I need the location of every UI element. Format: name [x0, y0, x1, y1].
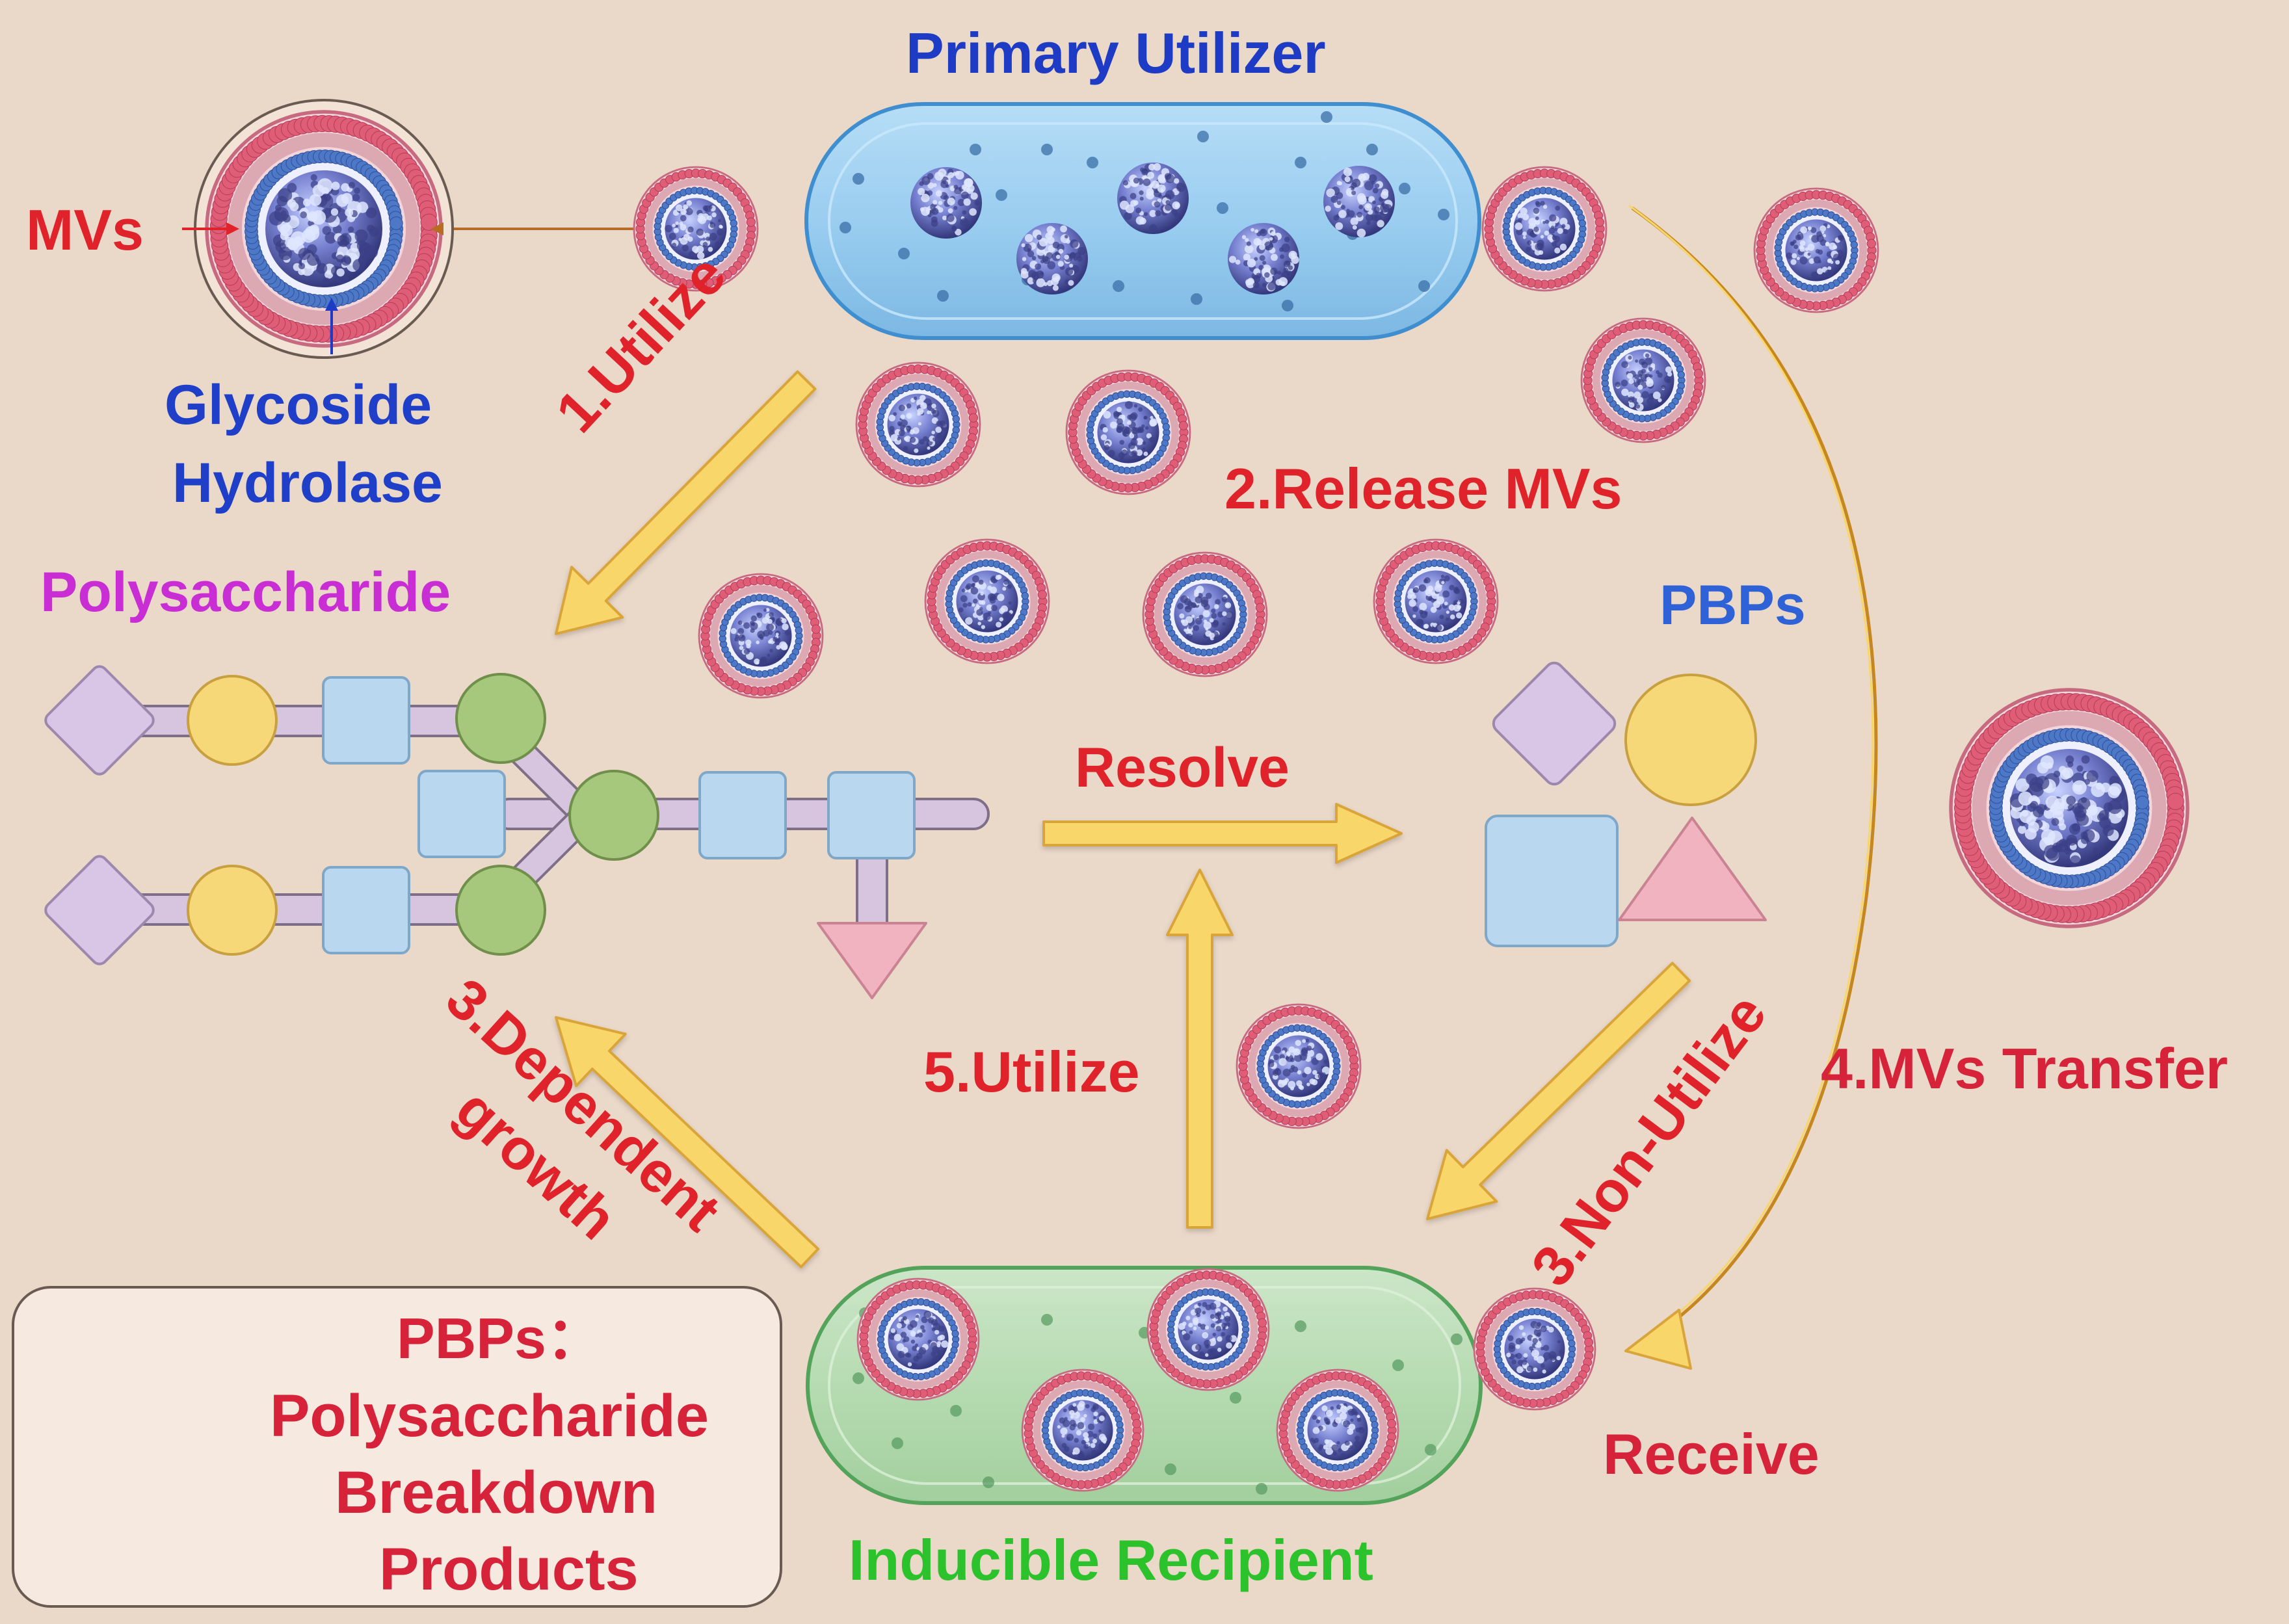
mv-vesicle [633, 166, 759, 292]
mv-vesicle [698, 573, 824, 699]
mv-vesicle [1065, 369, 1191, 495]
mv-vesicle [1580, 317, 1706, 443]
mv-vesicle [1021, 1369, 1144, 1492]
legend-line-2: Breakdown [335, 1460, 657, 1526]
chain-square [322, 676, 410, 765]
resolve-label: Resolve [1075, 737, 1290, 799]
dependent-arrow [555, 1016, 820, 1268]
mv-vesicle [1142, 551, 1268, 677]
polysaccharide-chain [44, 665, 990, 999]
inducible-recipient-label: Inducible Recipient [849, 1528, 1373, 1592]
pbps-label: PBPs [1660, 574, 1806, 636]
chain-diamond [44, 665, 155, 776]
pbp-triangle [1618, 817, 1767, 921]
pbps-cluster [1485, 661, 1767, 947]
primary-utilizer-cell [804, 102, 1481, 340]
release-mvs-label: 2.Release MVs [1224, 456, 1622, 521]
legend-line-3: Products [379, 1536, 639, 1603]
mv-vesicle [1481, 166, 1608, 292]
utilize5-label: 5.Utilize [923, 1040, 1140, 1104]
chain-circle [187, 675, 278, 766]
mv-vesicle [1146, 1268, 1270, 1391]
mvs-transfer-arrowhead [1624, 1309, 1692, 1370]
glycoside-label-1: Glycoside [165, 374, 432, 436]
mv-inset-vesicle [205, 110, 443, 348]
utilize5-arrow [1166, 869, 1234, 1229]
mvs-transfer-label: 4.MVs Transfer [1821, 1036, 2229, 1101]
mvs-label: MVs [26, 198, 144, 262]
chain-node [455, 865, 546, 956]
receive-label: Receive [1603, 1422, 1819, 1486]
pbp-diamond [1492, 661, 1617, 786]
non-utilize-arrow [1426, 962, 1691, 1220]
chain-triangle [817, 922, 927, 999]
polysaccharide-label: Polysaccharide [40, 561, 451, 623]
mvs-transfer-curve-inner [1628, 204, 1874, 1344]
pbp-square [1485, 815, 1619, 947]
chain-node [568, 770, 659, 861]
utilize-arrow [555, 370, 817, 635]
pbp-circle [1624, 674, 1757, 806]
mv-vesicle [1373, 538, 1499, 664]
mv-vesicle [856, 1277, 980, 1401]
mv-vesicle [1236, 1003, 1362, 1129]
mv-vesicle [1276, 1369, 1399, 1492]
chain-square [322, 866, 410, 954]
mv-vesicle [1473, 1287, 1596, 1411]
chain-circle [187, 865, 278, 956]
primary-utilizer-title: Primary Utilizer [906, 21, 1326, 85]
resolve-arrow [1042, 803, 1403, 864]
legend-box [12, 1286, 782, 1608]
mv-inset [182, 99, 454, 359]
mv-vesicle [1753, 187, 1879, 313]
legend-line-1: Polysaccharide [270, 1383, 709, 1449]
glycoside-label-2: Hydrolase [172, 452, 443, 514]
primary-cell-contents [910, 163, 1395, 295]
mvs-transfer-curve [1631, 206, 1878, 1348]
chain-square [698, 771, 787, 859]
mv-vesicle [924, 538, 1050, 664]
chain-square [827, 771, 916, 859]
mv-vesicle [1949, 688, 2190, 928]
chain-diamond [44, 855, 155, 965]
chain-node [455, 673, 546, 764]
chain-square [417, 770, 506, 858]
legend-title: PBPs： [397, 1306, 603, 1370]
mv-vesicle [855, 361, 981, 488]
